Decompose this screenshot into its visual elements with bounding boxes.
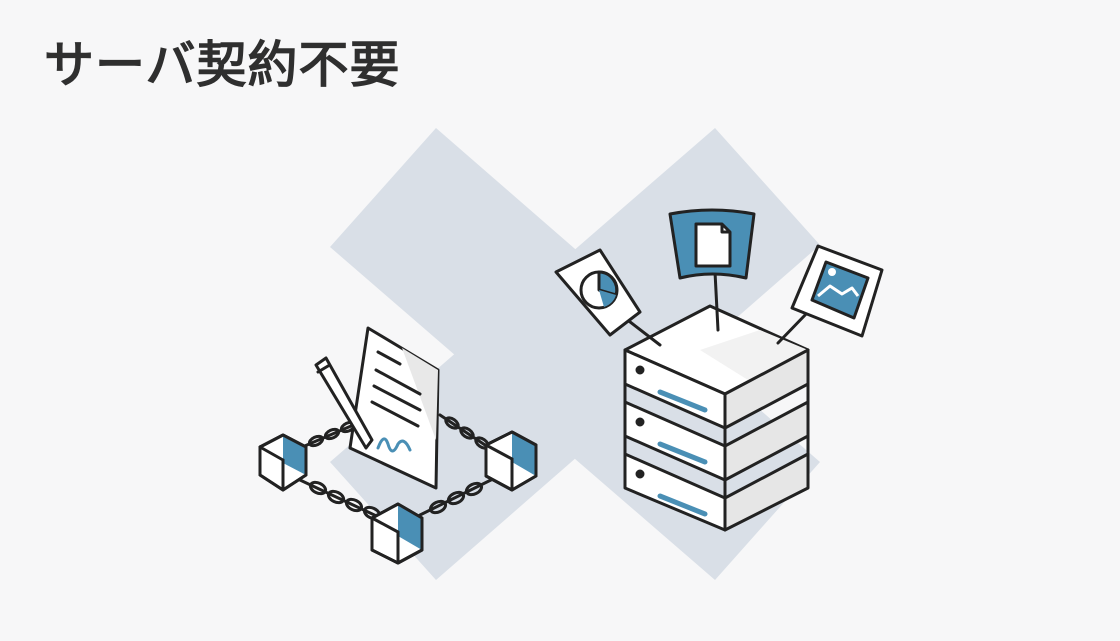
block-cube-3 [370, 502, 424, 565]
slide-title: サーバ契約不要 [44, 36, 401, 94]
pie-chart-icon [554, 248, 642, 337]
block-cube-2 [484, 430, 538, 492]
document-icon [668, 208, 756, 280]
server-unit-3 [623, 434, 810, 532]
chain-links [298, 413, 502, 522]
blockchain-contract-icon [258, 326, 538, 565]
image-icon [790, 244, 884, 338]
server-unit-2 [623, 382, 810, 482]
server-stack-icon [623, 270, 810, 532]
block-cube-1 [258, 433, 308, 492]
